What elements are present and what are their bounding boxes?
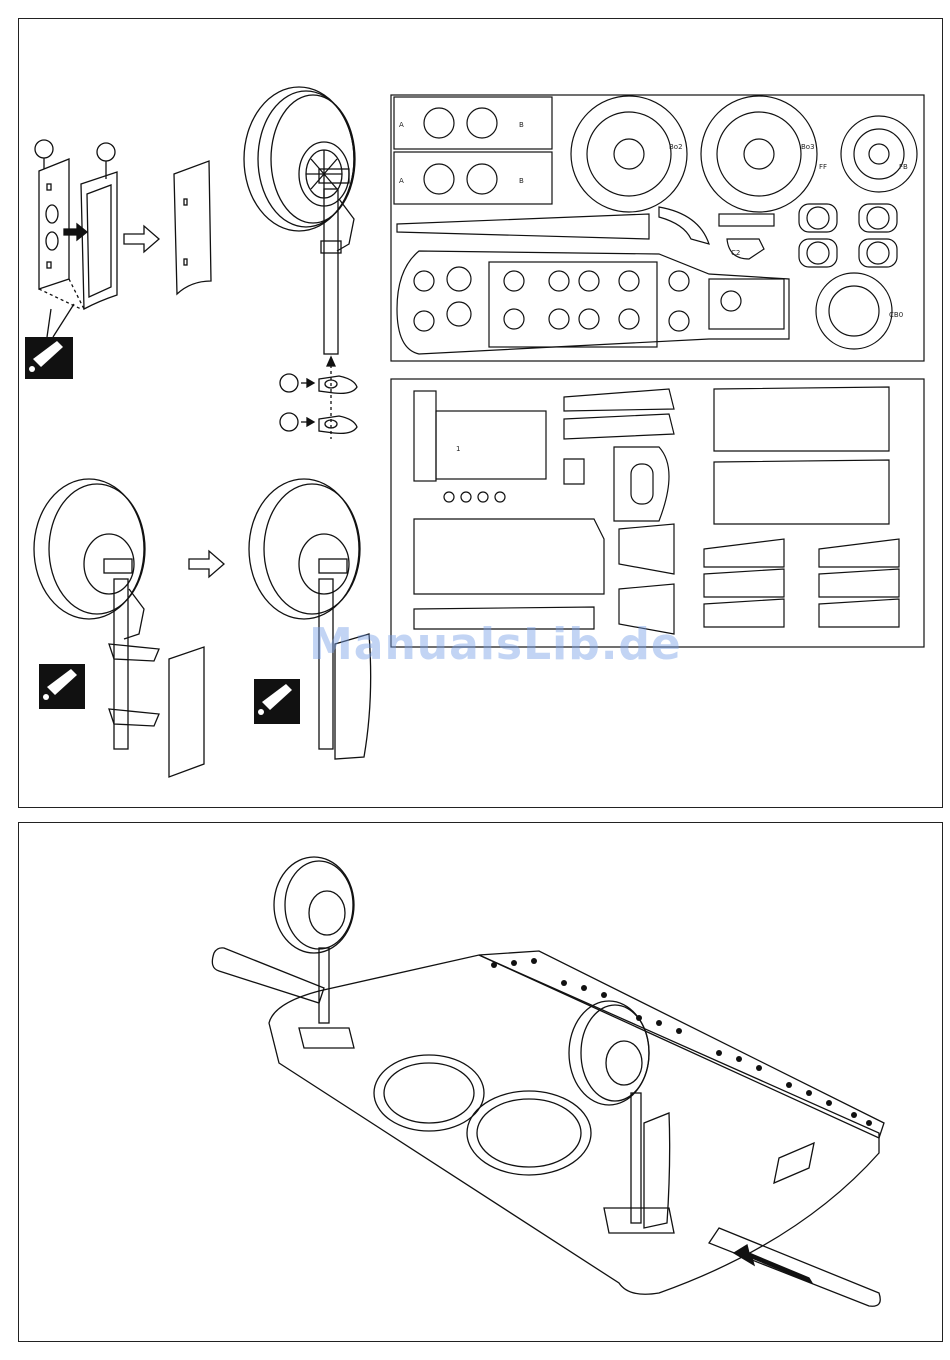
wing-assembly-illustration: [19, 823, 944, 1343]
arrow-right-icon: [189, 551, 224, 577]
assembly-step-panel-bottom: [18, 822, 943, 1342]
insert-arrow-icon: [734, 1245, 812, 1283]
arrow-right-icon: [124, 226, 159, 252]
parts-sheet-a: [391, 95, 924, 361]
part-label: B: [519, 121, 524, 129]
part-label: B: [519, 177, 524, 185]
part-label: A: [399, 121, 404, 129]
fairing-assembled: [174, 161, 211, 294]
callout-circle: [280, 413, 298, 431]
part-label: Bo3: [801, 143, 815, 151]
glue-bottle-icon: [39, 664, 85, 709]
part-label: A: [399, 177, 404, 185]
part-label: FB: [899, 163, 908, 171]
part-label: C2: [731, 249, 740, 257]
part-label: 1: [456, 445, 460, 453]
wheel-strut-top: [244, 87, 355, 354]
part-label: Bo2: [669, 143, 683, 151]
wing-tube: [709, 1228, 880, 1306]
wheel-strut-step-b: [34, 479, 204, 777]
parts-sheet-b: [391, 379, 924, 647]
callout-circle: [97, 143, 115, 161]
callout-circle: [35, 140, 53, 158]
wing-panel: [269, 955, 879, 1294]
glue-bottle-icon: [25, 304, 74, 379]
callout-circle: [280, 374, 298, 392]
bracket-plate: [39, 159, 69, 289]
sheet-a-labels: A A B B Bo2 Bo3 FB FF C2 CB0: [399, 121, 908, 319]
top-illustration: A A B B Bo2 Bo3 FB FF C2 CB0: [19, 19, 944, 809]
part-label: CB0: [889, 311, 903, 319]
assembly-step-panel-top: A A B B Bo2 Bo3 FB FF C2 CB0: [18, 18, 943, 808]
part-label: FF: [819, 163, 827, 171]
glue-bottle-icon: [254, 679, 300, 724]
